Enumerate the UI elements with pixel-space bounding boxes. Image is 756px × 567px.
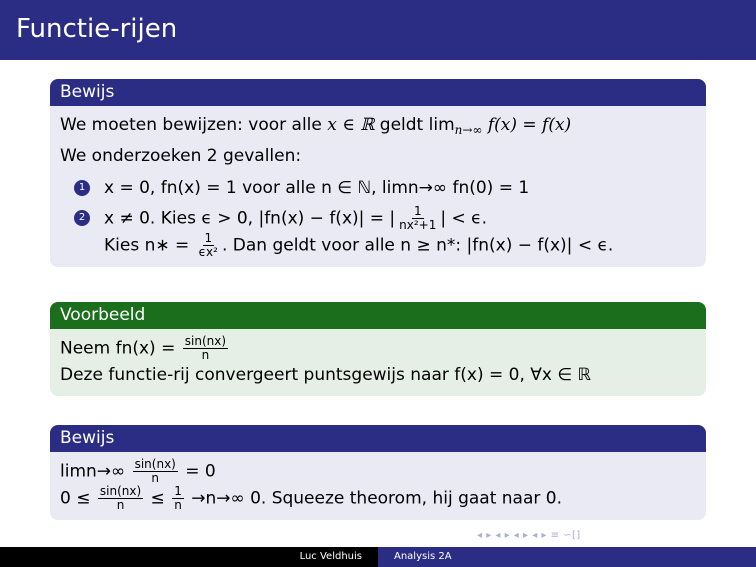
fraction: sin(nx)n <box>97 484 144 512</box>
frame-title: Functie-rijen <box>16 14 178 44</box>
footer-course: Analysis 2A <box>378 547 756 567</box>
text-run: We moeten bewijzen: voor alle <box>60 115 328 135</box>
example-line: Neem fn(x) = sin(nx)n <box>60 335 696 362</box>
frac-num: sin(nx) <box>182 334 229 349</box>
enum-ball-icon: 1 <box>74 180 90 196</box>
block-title: Bewijs <box>50 79 706 106</box>
frac-den: n <box>174 498 182 512</box>
footer-bar: Luc Veldhuis Analysis 2A <box>0 547 756 567</box>
text-run: limn→∞ <box>60 461 131 482</box>
text-run: Kies n∗ = <box>104 235 195 256</box>
frac-num: sin(nx) <box>97 484 144 499</box>
text-run: = 0 <box>179 461 216 482</box>
text-run: x ≠ 0. Kies ϵ > 0, |fn(x) − f(x)| = | <box>104 208 396 229</box>
case-text: x = 0, fn(x) = 1 voor alle n ∈ ℕ, limn→∞… <box>104 178 530 198</box>
example-line: Deze functie-rij convergeert puntsgewijs… <box>60 365 592 385</box>
math-run: f(x) = f(x) <box>482 115 572 135</box>
text-run: 0 ≤ <box>60 488 96 509</box>
frac-den: n <box>116 498 125 512</box>
beamer-nav-icons[interactable]: ◂ ▸ ◂ ▸ ◂ ▸ ◂ ▸ ≡ ∽⁅⁆ <box>477 530 581 541</box>
case-item-2: 2 x ≠ 0. Kies ϵ > 0, |fn(x) − f(x)| = |1… <box>60 205 696 259</box>
text-run: ≤ <box>145 488 171 509</box>
statement-line: We moeten bewijzen: voor alle x ∈ ℝ geld… <box>60 112 696 143</box>
proof-block-2: Bewijs limn→∞ sin(nx)n = 0 0 ≤ sin(nx)n … <box>50 425 706 520</box>
math-sub: n→∞ <box>454 123 483 137</box>
frac-den: n <box>151 471 160 485</box>
frac-den: n <box>201 348 210 362</box>
frac-den: ϵx² <box>198 245 218 259</box>
text-run: Neem fn(x) = <box>60 338 181 359</box>
proof-line: limn→∞ sin(nx)n = 0 <box>60 458 696 485</box>
fraction: sin(nx)n <box>132 457 178 485</box>
block-body: We moeten bewijzen: voor alle x ∈ ℝ geld… <box>50 106 706 267</box>
frac-num: 1 <box>202 231 215 246</box>
text-run: geldt lim <box>374 115 455 135</box>
proof-block-1: Bewijs We moeten bewijzen: voor alle x ∈… <box>50 79 706 267</box>
text-run: . Dan geldt voor alle n ≥ n*: |fn(x) − f… <box>221 235 614 256</box>
enum-ball-icon: 2 <box>74 210 90 226</box>
block-title: Bewijs <box>50 425 706 452</box>
frame-title-bar: Functie-rijen <box>0 0 756 60</box>
frac-num: 1 <box>411 204 424 219</box>
footer-author: Luc Veldhuis <box>0 547 378 567</box>
case-item-1: 1 x = 0, fn(x) = 1 voor alle n ∈ ℕ, limn… <box>60 175 696 201</box>
fraction: sin(nx)n <box>182 334 229 362</box>
text-run: | < ϵ. <box>440 208 488 229</box>
frac-num: sin(nx) <box>132 457 178 472</box>
frac-num: 1 <box>172 484 184 499</box>
text-run: →n→∞ 0. Squeeze theorom, hij gaat naar 0… <box>185 488 562 509</box>
cases-intro: We onderzoeken 2 gevallen: <box>60 146 302 166</box>
block-title: Voorbeeld <box>50 302 706 329</box>
block-body: Neem fn(x) = sin(nx)n Deze functie-rij c… <box>50 329 706 396</box>
math-run: x ∈ ℝ <box>327 115 375 135</box>
example-block: Voorbeeld Neem fn(x) = sin(nx)n Deze fun… <box>50 302 706 396</box>
frac-den: nx²+1 <box>399 218 437 232</box>
